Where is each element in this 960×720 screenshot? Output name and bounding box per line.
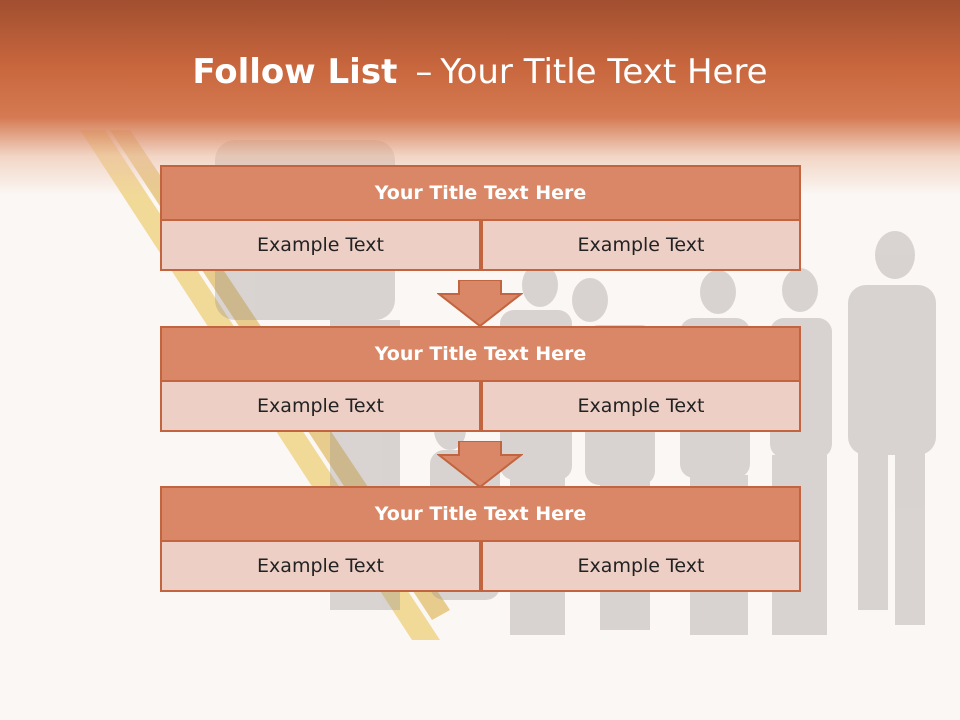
block-cell-right: Example Text xyxy=(481,221,801,271)
down-arrow-icon xyxy=(437,280,523,326)
block-cell-right: Example Text xyxy=(481,382,801,432)
block-header: Your Title Text Here xyxy=(160,165,801,221)
list-block-2: Your Title Text Here Example Text Exampl… xyxy=(160,326,801,432)
list-block-3: Your Title Text Here Example Text Exampl… xyxy=(160,486,801,592)
down-arrow-icon xyxy=(437,441,523,487)
slide-title: Follow List–Your Title Text Here xyxy=(0,52,960,92)
block-cell-right: Example Text xyxy=(481,542,801,592)
block-header: Your Title Text Here xyxy=(160,486,801,542)
list-block-1: Your Title Text Here Example Text Exampl… xyxy=(160,165,801,271)
header-band xyxy=(0,0,960,195)
block-cell-left: Example Text xyxy=(160,382,481,432)
block-cell-left: Example Text xyxy=(160,542,481,592)
block-cell-left: Example Text xyxy=(160,221,481,271)
block-header: Your Title Text Here xyxy=(160,326,801,382)
title-bold: Follow List xyxy=(192,52,398,92)
title-separator: – xyxy=(415,52,433,92)
title-rest: Your Title Text Here xyxy=(440,52,768,92)
